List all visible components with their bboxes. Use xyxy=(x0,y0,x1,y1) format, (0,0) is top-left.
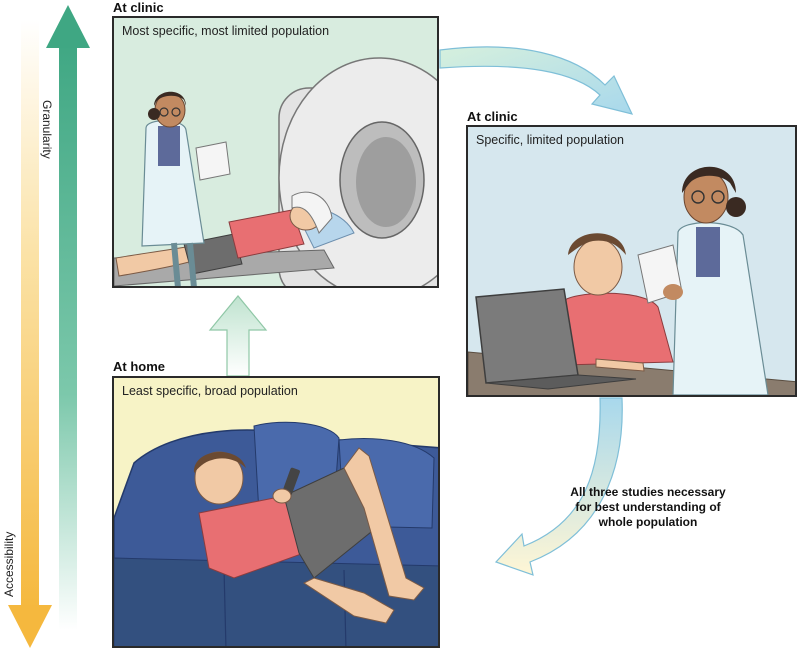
panel-right-title: At clinic xyxy=(467,109,518,124)
panel-top-caption: Most specific, most limited population xyxy=(122,24,330,38)
panel-home-caption: Least specific, broad population xyxy=(122,384,298,398)
panel-home: Least specific, broad population xyxy=(112,376,440,648)
panel-right-caption: Specific, limited population xyxy=(476,133,624,147)
summary-note-line-3: whole population xyxy=(598,515,698,529)
mri-scene-illustration xyxy=(114,57,437,286)
couch-scene-illustration xyxy=(114,421,438,646)
granularity-arrow xyxy=(46,5,90,630)
summary-note-line-1: All three studies necessary xyxy=(570,485,726,499)
panel-home-title: At home xyxy=(113,359,165,374)
child-on-couch-figure xyxy=(193,447,425,624)
doctor-figure xyxy=(141,91,231,286)
panel-right-clinic: Specific, limited population xyxy=(466,125,797,397)
flow-arrow-clinic-to-clinic xyxy=(439,46,634,115)
accessibility-label: Accessibility xyxy=(2,531,16,597)
panel-top-clinic: Most specific, most limited population xyxy=(112,16,439,288)
boy-at-laptop-figure xyxy=(562,233,674,372)
laptop-figure xyxy=(475,288,637,390)
patient-figure xyxy=(115,191,333,277)
summary-note: All three studies necessary for best und… xyxy=(538,485,758,530)
granularity-label: Granularity xyxy=(40,100,54,159)
doctor-figure-right xyxy=(637,166,769,395)
panel-top-title: At clinic xyxy=(113,0,164,15)
flow-arrow-home-to-clinic xyxy=(208,295,268,377)
laptop-scene-illustration xyxy=(468,166,795,395)
summary-note-line-2: for best understanding of xyxy=(575,500,721,514)
